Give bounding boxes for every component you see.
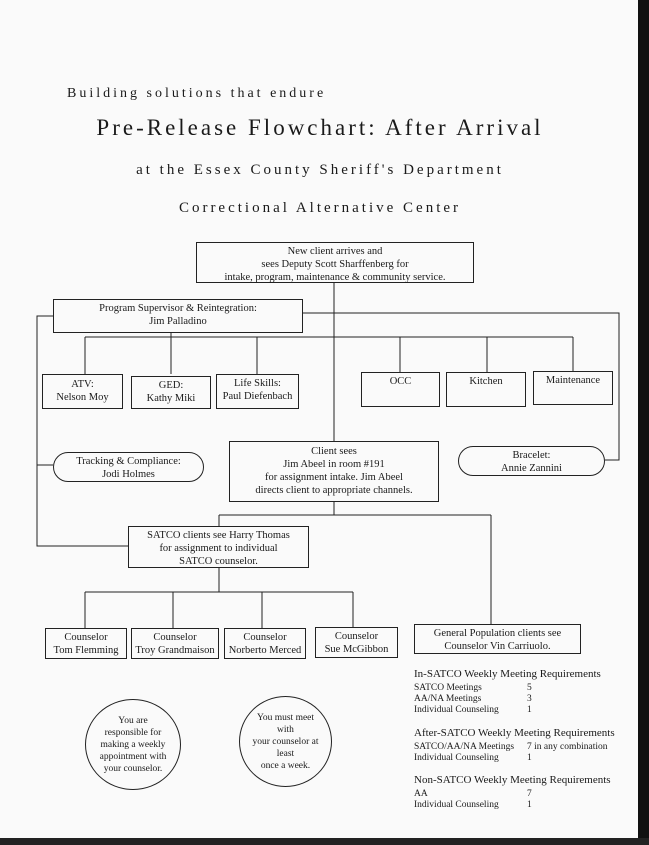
note-line: responsible for <box>104 727 162 738</box>
node-atv: ATV: Nelson Moy <box>42 374 123 409</box>
requirement-label: AA/NA Meetings <box>414 694 482 704</box>
node-counselor-4: Counselor Sue McGibbon <box>315 627 398 658</box>
node-maintenance-line: Maintenance <box>545 375 601 386</box>
requirement-label: SATCO/AA/NA Meetings <box>414 742 515 752</box>
node-arrival-line: New client arrives and <box>287 246 383 257</box>
requirement-row: AA/NA Meetings 3 <box>414 694 624 705</box>
node-counselor-1: Counselor Tom Flemming <box>45 628 127 659</box>
subtitle: at the Essex County Sheriff's Department <box>136 162 504 178</box>
node-occ: OCC <box>361 372 440 407</box>
requirement-label: Individual Counseling <box>414 753 499 763</box>
requirement-value: 7 in any combination <box>527 742 608 752</box>
node-counselor-line: Norberto Merced <box>228 645 302 656</box>
subtitle-center: Correctional Alternative Center <box>178 200 462 216</box>
node-kitchen: Kitchen <box>446 372 526 407</box>
requirement-row: AA 7 <box>414 789 624 800</box>
node-counselor-line: Counselor <box>334 631 379 642</box>
node-tracking-line: Jodi Holmes <box>102 469 155 480</box>
note-weekly-appointment: You are responsible for making a weekly … <box>85 699 181 790</box>
node-counselor-line: Troy Grandmaison <box>135 645 215 656</box>
note-meet-weekly: You must meet with your counselor at lea… <box>239 696 332 787</box>
requirements-non-satco: Non-SATCO Weekly Meeting Requirements AA… <box>414 774 624 811</box>
node-occ-line: OCC <box>389 376 412 387</box>
node-counselor-3: Counselor Norberto Merced <box>224 628 306 659</box>
node-kitchen-line: Kitchen <box>469 376 503 387</box>
note-line: once a week. <box>260 760 311 771</box>
requirement-value: 3 <box>527 694 532 704</box>
tagline: Building solutions that endure <box>67 86 327 101</box>
node-counselor-2: Counselor Troy Grandmaison <box>131 628 219 659</box>
requirement-row: SATCO Meetings 5 <box>414 683 624 694</box>
node-arrival: New client arrives and sees Deputy Scott… <box>196 242 474 283</box>
node-client-sees-line: for assignment intake. Jim Abeel <box>265 472 403 483</box>
node-life-skills-line: Paul Diefenbach <box>222 391 293 402</box>
node-bracelet: Bracelet: Annie Zannini <box>458 446 605 476</box>
node-supervisor: Program Supervisor & Reintegration: Jim … <box>53 299 303 333</box>
node-satco: SATCO clients see Harry Thomas for assig… <box>128 526 309 568</box>
requirements-title: In-SATCO Weekly Meeting Requirements <box>414 668 601 680</box>
node-ged-line: GED: <box>158 380 184 391</box>
note-line: You are <box>118 715 148 726</box>
requirement-value: 7 <box>527 789 532 799</box>
node-atv-line: Nelson Moy <box>56 392 109 403</box>
node-arrival-line: sees Deputy Scott Sharffenberg for <box>261 259 409 270</box>
note-line: your counselor. <box>103 763 163 774</box>
page-title: Pre-Release Flowchart: After Arrival <box>96 115 544 140</box>
requirements-after-satco: After-SATCO Weekly Meeting Requirements … <box>414 727 624 764</box>
node-counselor-line: Counselor <box>153 632 197 643</box>
node-client-sees-line: Client sees <box>311 446 357 457</box>
node-general-population-line: Counselor Vin Carriuolo. <box>444 641 551 652</box>
node-ged: GED: Kathy Miki <box>131 376 211 409</box>
node-tracking-line: Tracking & Compliance: <box>76 456 181 467</box>
page-edge <box>638 0 649 845</box>
requirement-row: Individual Counseling 1 <box>414 800 624 811</box>
node-counselor-line: Counselor <box>64 632 108 643</box>
page-edge-bottom <box>0 838 649 845</box>
node-satco-line: SATCO clients see Harry Thomas <box>147 530 290 541</box>
node-satco-line: SATCO counselor. <box>179 556 258 567</box>
node-maintenance: Maintenance <box>533 371 613 405</box>
node-arrival-line: intake, program, maintenance & community… <box>224 272 446 283</box>
node-supervisor-line: Program Supervisor & Reintegration: <box>99 303 257 314</box>
requirements-in-satco: In-SATCO Weekly Meeting Requirements SAT… <box>414 668 624 716</box>
note-line: your counselor at least <box>252 736 319 759</box>
requirements-title: After-SATCO Weekly Meeting Requirements <box>414 727 615 739</box>
requirement-value: 1 <box>527 705 532 715</box>
node-client-sees-line: Jim Abeel in room #191 <box>283 459 385 470</box>
requirement-label: Individual Counseling <box>414 800 499 810</box>
node-tracking: Tracking & Compliance: Jodi Holmes <box>53 452 204 482</box>
note-line: making a weekly <box>100 739 166 750</box>
node-supervisor-line: Jim Palladino <box>149 316 207 327</box>
node-life-skills: Life Skills: Paul Diefenbach <box>216 374 299 409</box>
node-counselor-line: Counselor <box>243 632 287 643</box>
node-general-population-line: General Population clients see <box>433 628 562 639</box>
note-line: appointment with <box>99 751 167 762</box>
node-counselor-line: Tom Flemming <box>53 645 119 656</box>
requirement-value: 5 <box>527 683 532 693</box>
node-counselor-line: Sue McGibbon <box>324 644 389 655</box>
node-client-sees: Client sees Jim Abeel in room #191 for a… <box>229 441 439 502</box>
node-general-population: General Population clients see Counselor… <box>414 624 581 654</box>
node-life-skills-line: Life Skills: <box>234 378 281 389</box>
node-client-sees-line: directs client to appropriate channels. <box>255 485 413 496</box>
requirements-title: Non-SATCO Weekly Meeting Requirements <box>414 774 611 786</box>
node-bracelet-line: Annie Zannini <box>501 463 562 474</box>
requirement-value: 1 <box>527 753 532 763</box>
node-atv-line: ATV: <box>71 379 94 390</box>
requirement-label: Individual Counseling <box>414 705 499 715</box>
node-satco-line: for assignment to individual <box>159 543 278 554</box>
requirement-value: 1 <box>527 800 532 810</box>
requirement-row: Individual Counseling 1 <box>414 705 624 716</box>
requirement-row: SATCO/AA/NA Meetings 7 in any combination <box>414 742 624 753</box>
requirement-label: SATCO Meetings <box>414 683 482 693</box>
requirement-row: Individual Counseling 1 <box>414 753 624 764</box>
node-ged-line: Kathy Miki <box>146 393 196 404</box>
node-bracelet-line: Bracelet: <box>512 450 551 461</box>
requirement-label: AA <box>414 789 428 799</box>
note-line: You must meet with <box>256 712 315 735</box>
